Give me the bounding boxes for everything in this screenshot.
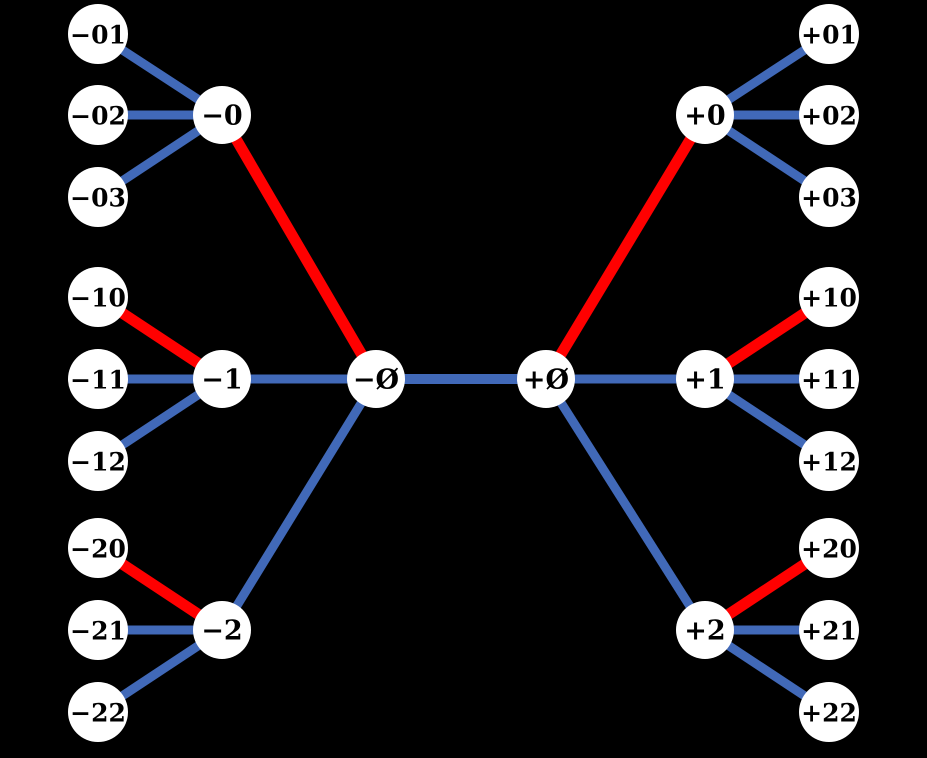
graph-node[interactable]: +01 xyxy=(799,4,859,64)
node-label: −01 xyxy=(70,21,126,50)
node-label: +03 xyxy=(801,184,857,213)
node-label: +21 xyxy=(801,617,857,646)
graph-node[interactable]: −11 xyxy=(68,349,128,409)
node-label: +10 xyxy=(801,284,857,313)
graph-node[interactable]: +12 xyxy=(799,431,859,491)
node-label: −21 xyxy=(70,617,126,646)
node-label: +0 xyxy=(684,101,725,132)
node-circle[interactable] xyxy=(68,4,128,64)
node-label: +02 xyxy=(801,102,857,131)
node-circle[interactable] xyxy=(799,518,859,578)
node-label: +12 xyxy=(801,448,857,477)
node-circle[interactable] xyxy=(68,267,128,327)
graph-node[interactable]: −2 xyxy=(193,601,251,659)
node-circle[interactable] xyxy=(68,682,128,742)
node-circle[interactable] xyxy=(799,600,859,660)
node-circle[interactable] xyxy=(193,350,251,408)
node-circle[interactable] xyxy=(799,4,859,64)
node-label: −22 xyxy=(70,699,126,728)
node-label: −1 xyxy=(201,365,242,396)
graph-node[interactable]: −Ø xyxy=(347,350,405,408)
graph-edge xyxy=(541,112,710,382)
node-label: −11 xyxy=(70,366,126,395)
node-circle[interactable] xyxy=(676,86,734,144)
node-circle[interactable] xyxy=(193,86,251,144)
node-label: +20 xyxy=(801,535,857,564)
node-label: −0 xyxy=(201,101,242,132)
node-label: −03 xyxy=(70,184,126,213)
node-circle[interactable] xyxy=(799,85,859,145)
graph-node[interactable]: +Ø xyxy=(517,350,575,408)
graph-node[interactable]: +11 xyxy=(799,349,859,409)
graph-node[interactable]: −12 xyxy=(68,431,128,491)
node-circle[interactable] xyxy=(517,350,575,408)
node-circle[interactable] xyxy=(68,518,128,578)
node-circle[interactable] xyxy=(799,682,859,742)
graph-node[interactable]: +21 xyxy=(799,600,859,660)
graph-node[interactable]: +1 xyxy=(676,350,734,408)
graph-node[interactable]: −21 xyxy=(68,600,128,660)
node-circle[interactable] xyxy=(68,600,128,660)
node-circle[interactable] xyxy=(68,349,128,409)
node-label: +2 xyxy=(684,616,725,647)
graph-node[interactable]: −22 xyxy=(68,682,128,742)
graph-node[interactable]: +20 xyxy=(799,518,859,578)
node-circle[interactable] xyxy=(68,431,128,491)
node-circle[interactable] xyxy=(799,267,859,327)
node-label: −2 xyxy=(201,616,242,647)
graph-node[interactable]: +02 xyxy=(799,85,859,145)
node-label: +1 xyxy=(684,365,725,396)
node-circle[interactable] xyxy=(347,350,405,408)
graph-node[interactable]: −03 xyxy=(68,167,128,227)
graph-node[interactable]: +03 xyxy=(799,167,859,227)
node-circle[interactable] xyxy=(799,431,859,491)
node-circle[interactable] xyxy=(676,350,734,408)
node-label: +Ø xyxy=(523,365,569,396)
node-layer: −Ø +Ø −0 −1 −2 +0 +1 +2 −01 −02 −03 −10 −11 −12 −20 −21… xyxy=(68,4,859,742)
graph-node[interactable]: −01 xyxy=(68,4,128,64)
node-label: −12 xyxy=(70,448,126,477)
node-label: +01 xyxy=(801,21,857,50)
node-label: −10 xyxy=(70,284,126,313)
node-circle[interactable] xyxy=(193,601,251,659)
graph-node[interactable]: +22 xyxy=(799,682,859,742)
graph-node[interactable]: −10 xyxy=(68,267,128,327)
graph-edge xyxy=(218,376,380,633)
graph-edge xyxy=(542,376,709,633)
graph-node[interactable]: +0 xyxy=(676,86,734,144)
node-label: −Ø xyxy=(353,365,399,396)
node-circle[interactable] xyxy=(799,167,859,227)
graph-node[interactable]: −02 xyxy=(68,85,128,145)
graph-node[interactable]: −1 xyxy=(193,350,251,408)
node-circle[interactable] xyxy=(799,349,859,409)
node-label: +11 xyxy=(801,366,857,395)
node-label: −02 xyxy=(70,102,126,131)
node-circle[interactable] xyxy=(68,167,128,227)
node-label: −20 xyxy=(70,535,126,564)
node-circle[interactable] xyxy=(68,85,128,145)
graph-node[interactable]: −20 xyxy=(68,518,128,578)
graph-node[interactable]: −0 xyxy=(193,86,251,144)
node-label: +22 xyxy=(801,699,857,728)
graph-edge xyxy=(217,112,381,382)
node-circle[interactable] xyxy=(676,601,734,659)
graph-node[interactable]: +10 xyxy=(799,267,859,327)
graph-node[interactable]: +2 xyxy=(676,601,734,659)
